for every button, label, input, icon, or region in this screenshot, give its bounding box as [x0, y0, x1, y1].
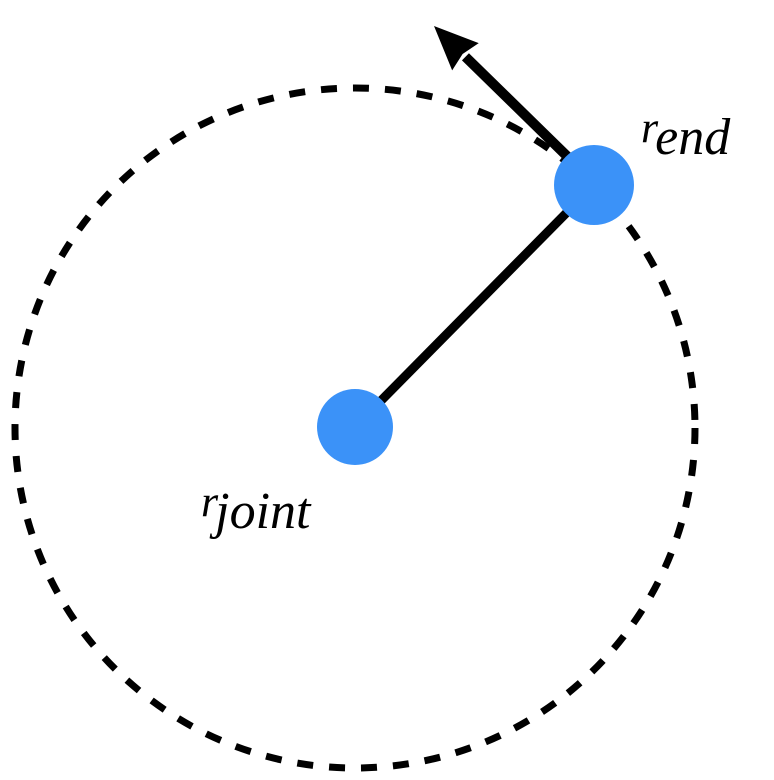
label-r-joint-subscript: joint	[215, 483, 311, 540]
label-r-joint: rjoint	[201, 474, 313, 538]
label-r-end: rend	[641, 100, 733, 164]
velocity-arrow-shaft	[461, 53, 576, 165]
label-r-end-subscript: end	[655, 109, 731, 166]
label-r-end-base: r	[641, 103, 659, 152]
trajectory-circle-dashed	[11, 84, 699, 772]
label-r-joint-base: r	[201, 477, 219, 526]
link-segment	[351, 181, 598, 431]
end-effector-node	[554, 145, 634, 225]
velocity-arrow-head	[434, 26, 479, 71]
joint-node	[317, 389, 393, 465]
